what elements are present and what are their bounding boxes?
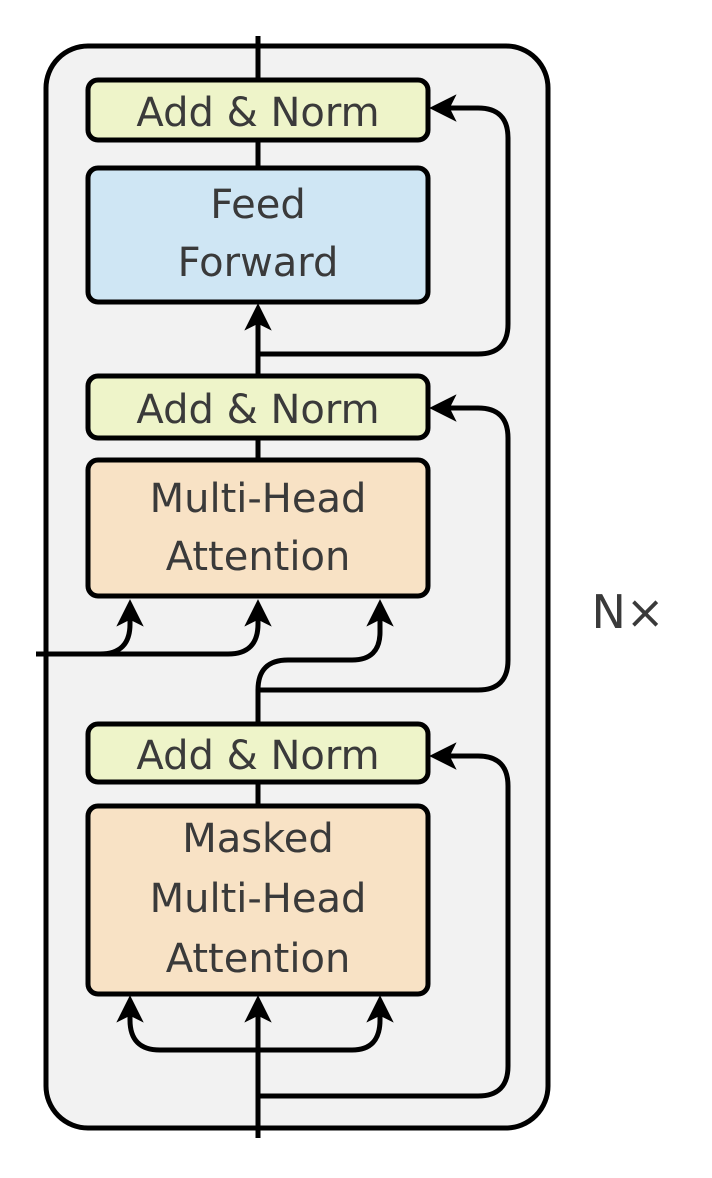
residual-feed-forward — [258, 94, 511, 357]
add-norm-mid-label: Add & Norm — [136, 387, 379, 433]
input-arrow-query — [116, 995, 258, 1053]
add-norm-mid-box — [85, 373, 431, 441]
masked-attention-label-line1: Masked — [182, 816, 334, 862]
input-arrow-key — [258, 995, 394, 1053]
feed-forward-label-line2: Forward — [178, 240, 339, 286]
residual-masked-attention — [258, 742, 511, 1099]
feed-forward-box — [85, 165, 431, 305]
arrow-encoder-value — [36, 599, 272, 657]
masked-attention-label-line2: Multi-Head — [150, 876, 367, 922]
residual-cross-attention — [258, 394, 511, 693]
cross-attention-box — [85, 457, 431, 599]
masked-attention-label-line3: Attention — [166, 936, 351, 982]
repeat-count-label: N× — [592, 585, 665, 639]
add-norm-top-box — [85, 77, 431, 143]
masked-attention-box — [85, 803, 431, 997]
cross-attention-label-line2: Attention — [166, 534, 351, 580]
feed-forward-label-line1: Feed — [210, 182, 305, 228]
cross-attention-label-line1: Multi-Head — [150, 476, 367, 522]
add-norm-bottom-box — [85, 721, 431, 785]
add-norm-top-label: Add & Norm — [136, 90, 379, 136]
add-norm-bottom-label: Add & Norm — [136, 733, 379, 779]
arrow-query-to-cross-attention — [255, 599, 394, 724]
